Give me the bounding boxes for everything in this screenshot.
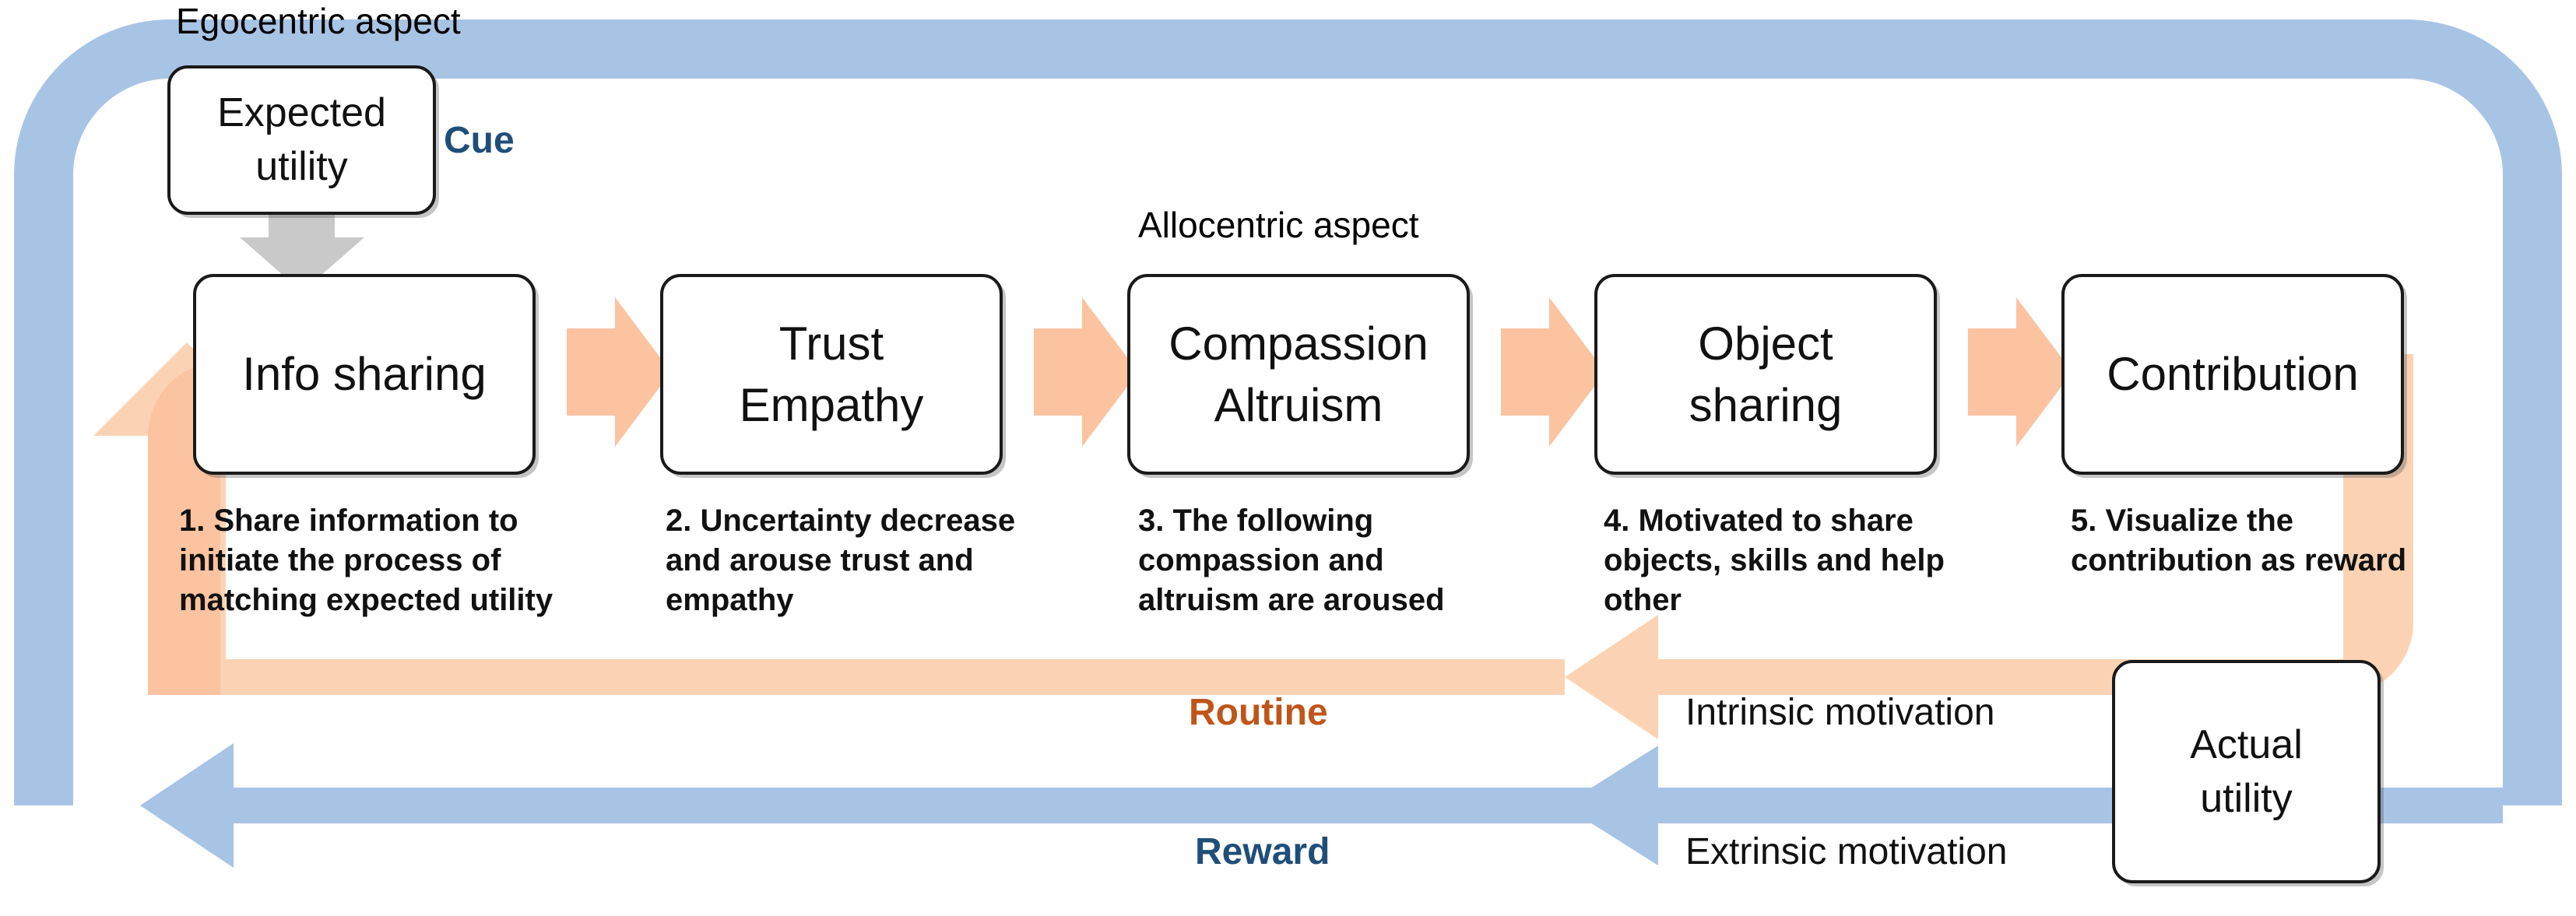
expected-utility-line1: Expected — [217, 90, 386, 136]
step-desc-5: 5. Visualize the contribution as reward — [2071, 504, 2407, 578]
cue-label: Cue — [444, 120, 515, 161]
step-box-object-sharing[interactable]: Object sharing — [1594, 274, 1937, 475]
step-desc-4: 4. Motivated to share objects, skills an… — [1604, 504, 1945, 618]
actual-utility-line1: Actual — [2190, 721, 2303, 767]
step-title-4b: sharing — [1689, 379, 1843, 431]
loop-return-arrow — [148, 311, 327, 695]
step-title-2b: Empathy — [739, 379, 924, 431]
actual-utility-box[interactable]: Actual utility — [2112, 660, 2381, 883]
step-title-2a: Trust — [778, 317, 884, 370]
expected-utility-box[interactable]: Expected utility — [167, 65, 436, 215]
egocentric-aspect-label: Egocentric aspect — [176, 1, 461, 41]
step-title-3a: Compassion — [1169, 317, 1429, 370]
intrinsic-motivation-label: Intrinsic motivation — [1685, 692, 1995, 733]
step-desc-2: 2. Uncertainty decrease and arouse trust… — [666, 504, 1016, 618]
blue-bottom-bar — [1563, 746, 2429, 865]
step-box-trust-empathy[interactable]: Trust Empathy — [660, 274, 1003, 475]
blue-loop-ribbon — [14, 19, 2562, 868]
step-box-compassion-altruism[interactable]: Compassion Altruism — [1127, 274, 1470, 475]
extrinsic-motivation-label: Extrinsic motivation — [1685, 831, 2008, 872]
expected-utility-line2: utility — [255, 144, 348, 189]
actual-utility-line2: utility — [2200, 775, 2293, 821]
step-desc-3: 3. The following compassion and altruism… — [1138, 504, 1445, 618]
reward-label: Reward — [1195, 831, 1330, 872]
step-title-1a: Info sharing — [242, 348, 487, 401]
routine-label: Routine — [1189, 692, 1328, 733]
allocentric-aspect-label: Allocentric aspect — [1138, 205, 1419, 245]
gray-down-arrow — [240, 201, 364, 292]
step-box-contribution[interactable]: Contribution — [2061, 274, 2404, 475]
step-title-5a: Contribution — [2107, 348, 2359, 401]
step-box-info-sharing[interactable]: Info sharing — [193, 274, 536, 475]
step-title-3b: Altruism — [1214, 379, 1383, 431]
step-arrows — [567, 297, 2072, 447]
step-title-4a: Object — [1698, 317, 1833, 370]
step-desc-1: 1. Share information to initiate the pro… — [179, 504, 554, 618]
